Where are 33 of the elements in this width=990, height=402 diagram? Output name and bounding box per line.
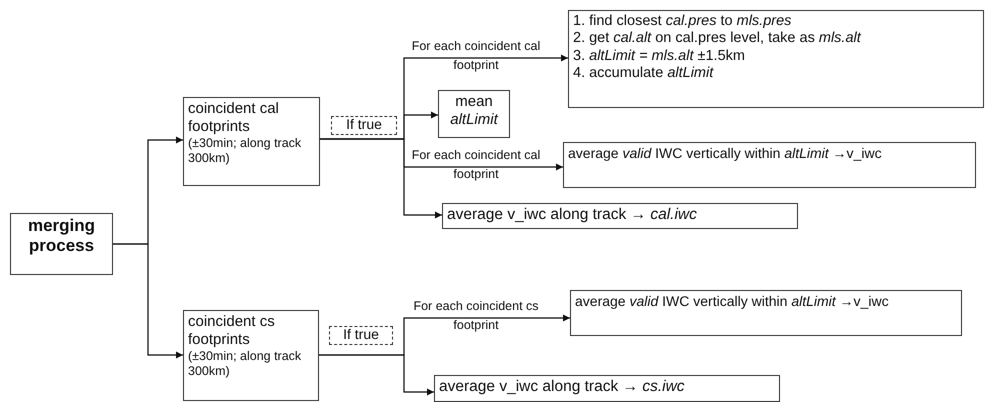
node-text: 3. altLimit = mls.alt ±1.5km	[573, 48, 746, 66]
arrow	[320, 138, 442, 218]
edge-label: For each coincident cal footprint	[410, 38, 542, 74]
process-box	[568, 10, 984, 108]
edge-label: For each coincident cal footprint	[410, 147, 542, 183]
node-text: coincident cal footprints	[188, 100, 280, 136]
condition-text: If true	[345, 117, 383, 132]
process-box	[10, 213, 113, 275]
process-box	[438, 90, 510, 138]
node-text: 1. find closest cal.pres to mls.pres	[573, 13, 792, 30]
condition-text: If true	[342, 327, 380, 342]
process-box	[570, 290, 962, 336]
condition-box	[331, 116, 397, 135]
node-text: (±30min; along track 300km)	[188, 136, 302, 166]
node-text: average v_iwc along track → cs.iwc	[439, 378, 686, 397]
node-text: coincident cs footprints	[188, 313, 276, 349]
arrow	[113, 243, 183, 358]
edge-label: For each coincident cs footprint	[412, 298, 540, 334]
process-box	[442, 203, 798, 229]
node-text: average valid IWC vertically within altLimit →v_iwc	[568, 145, 883, 162]
node-text: merging process	[26, 216, 96, 257]
process-box	[434, 375, 780, 402]
node-text: average valid IWC vertically within altLimit →v_iwc	[575, 293, 890, 310]
process-box	[563, 142, 976, 188]
node-text: mean altLimit	[449, 93, 500, 129]
arrow	[319, 354, 434, 396]
process-box	[183, 97, 320, 186]
condition-box	[329, 326, 393, 345]
node-text: average v_iwc along track → cal.iwc	[447, 206, 698, 225]
node-text: 2. get cal.alt on cal.pres level, take as mls.alt	[573, 30, 862, 48]
process-box	[183, 310, 319, 401]
node-text: (±30min; along track 300km)	[188, 349, 302, 379]
node-text: 4. accumulate altLimit	[573, 65, 715, 83]
